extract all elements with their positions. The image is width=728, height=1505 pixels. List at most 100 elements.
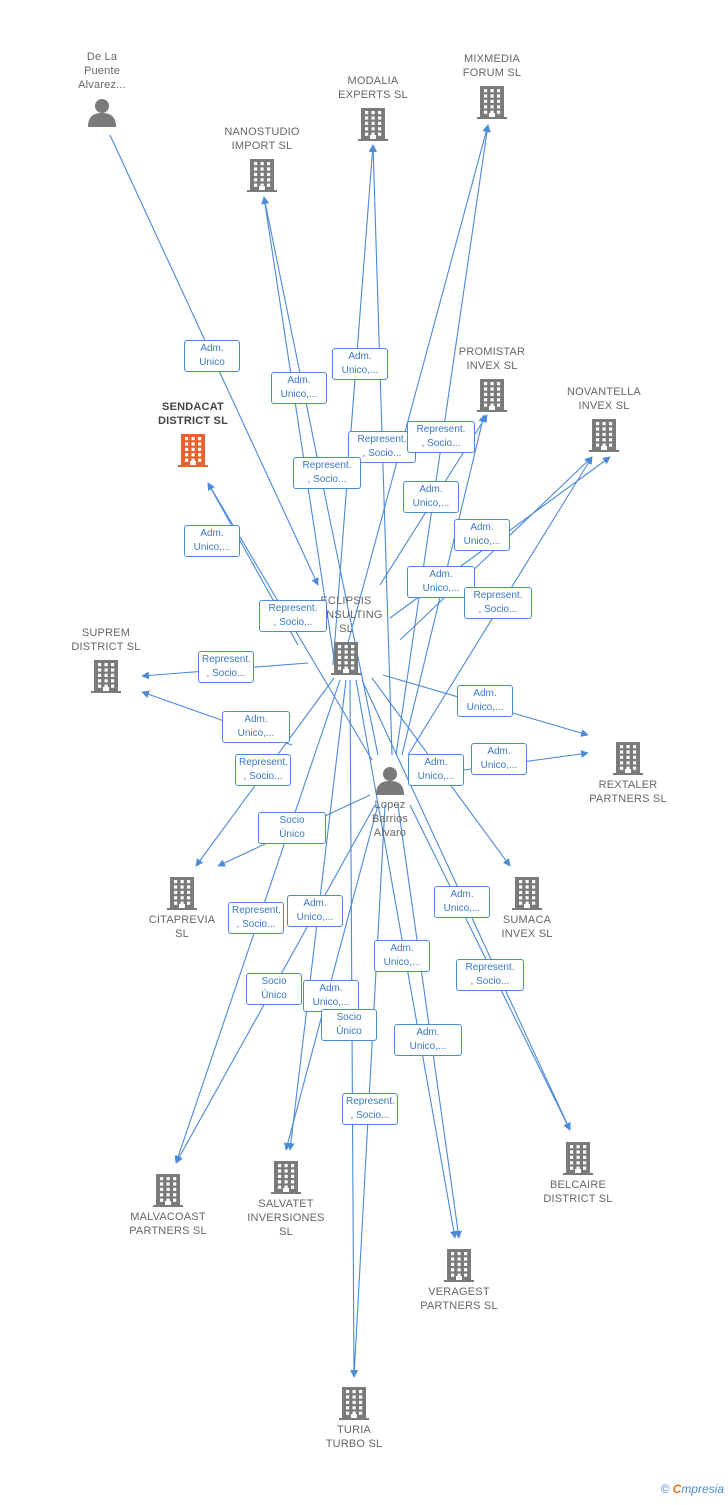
building-icon[interactable] <box>477 377 507 418</box>
node-label-line: Puente <box>83 65 121 77</box>
node-label-line: PARTNERS SL <box>420 1300 498 1312</box>
node-label-line: MIXMEDIA <box>464 53 520 65</box>
relation-label[interactable]: Adm. Unico,... <box>394 1024 462 1056</box>
node-label-line: DISTRICT SL <box>543 1193 613 1205</box>
person-icon[interactable] <box>86 96 118 133</box>
node-label-line: ECLIPSIS <box>320 595 372 607</box>
relation-label[interactable]: Adm. Unico,... <box>287 895 343 927</box>
relation-label[interactable]: Adm. Unico,... <box>184 525 240 557</box>
relation-label[interactable]: Socio Único <box>258 812 326 844</box>
node-label-citaprevia[interactable]: CITAPREVIA SL <box>127 913 237 941</box>
relation-label[interactable]: Socio Único <box>321 1009 377 1041</box>
building-icon[interactable] <box>444 1247 474 1288</box>
node-label-line: SENDACAT <box>162 401 224 413</box>
node-label-line: BELCAIRE <box>549 1179 606 1191</box>
relation-label[interactable]: Represent. , Socio... <box>293 457 361 489</box>
brand-initial: C <box>672 1482 682 1496</box>
footer-brand[interactable]: © Cmpresia <box>660 1482 724 1496</box>
node-label-line: Lopez <box>374 799 406 811</box>
relation-label[interactable]: Represent. , Socio... <box>348 431 416 463</box>
building-icon[interactable] <box>512 875 542 916</box>
node-label-belcaire[interactable]: BELCAIRE DISTRICT SL <box>523 1178 633 1206</box>
building-icon[interactable] <box>358 106 388 147</box>
relation-label[interactable]: Socio Único <box>246 973 302 1005</box>
building-icon[interactable] <box>178 432 208 473</box>
node-label-line: PROMISTAR <box>458 346 526 358</box>
node-label-line: SUMACA <box>502 914 552 926</box>
node-label-line: INVEX SL <box>578 400 630 412</box>
node-label-sendacat[interactable]: SENDACAT DISTRICT SL <box>138 400 248 428</box>
node-label-line: NOVANTELLA <box>567 386 641 398</box>
relation-label[interactable]: Adm. Unico,... <box>407 566 475 598</box>
brand-name: mpresia <box>681 1482 724 1496</box>
relation-label[interactable]: Adm. Unico,... <box>434 886 490 918</box>
building-icon[interactable] <box>331 640 361 681</box>
node-label-novantella[interactable]: NOVANTELLA INVEX SL <box>549 385 659 413</box>
relation-label[interactable]: Represent. , Socio... <box>464 587 532 619</box>
relation-label[interactable]: Represent. , Socio... <box>198 651 254 683</box>
node-label-sumaca[interactable]: SUMACA INVEX SL <box>472 913 582 941</box>
node-label-line: IMPORT SL <box>231 140 293 152</box>
relation-edge <box>341 124 490 666</box>
relation-edge <box>284 804 379 1151</box>
relation-label[interactable]: Adm. Unico,... <box>222 711 290 743</box>
building-icon[interactable] <box>271 1159 301 1200</box>
relation-label[interactable]: Adm. Unico,... <box>303 980 359 1012</box>
relation-edge <box>261 196 336 666</box>
relation-label[interactable]: Represent. , Socio... <box>407 421 475 453</box>
node-label-line: SALVATET <box>258 1198 314 1210</box>
node-label-line: DISTRICT SL <box>157 415 229 427</box>
node-label-nanostudio[interactable]: NANOSTUDIO IMPORT SL <box>207 125 317 153</box>
node-label-rextaler[interactable]: REXTALER PARTNERS SL <box>573 778 683 806</box>
relation-label[interactable]: Represent. , Socio... <box>259 600 327 632</box>
building-icon[interactable] <box>563 1140 593 1181</box>
node-label-line: Alvaro <box>373 827 407 839</box>
relation-label[interactable]: Adm. Unico,... <box>454 519 510 551</box>
relation-label[interactable]: Represent. , Socio... <box>342 1093 398 1125</box>
node-label-line: MALVACOAST <box>130 1211 206 1223</box>
building-icon[interactable] <box>153 1172 183 1213</box>
relation-label[interactable]: Represent. , Socio... <box>228 902 284 934</box>
building-icon[interactable] <box>91 658 121 699</box>
relation-label[interactable]: Adm. Unico,... <box>374 940 430 972</box>
building-icon[interactable] <box>589 417 619 458</box>
relation-edge <box>397 804 462 1239</box>
node-label-line: DISTRICT SL <box>71 641 141 653</box>
node-label-line: SL <box>279 1226 293 1238</box>
building-icon[interactable] <box>167 875 197 916</box>
person-icon[interactable] <box>374 764 406 801</box>
relation-label[interactable]: Adm. Unico <box>184 340 240 372</box>
node-label-line: CITAPREVIA <box>148 914 216 926</box>
node-label-line: NANOSTUDIO <box>224 126 300 138</box>
building-icon[interactable] <box>613 740 643 781</box>
node-label-line: PARTNERS SL <box>589 793 667 805</box>
node-label-line: REXTALER <box>598 779 658 791</box>
building-icon[interactable] <box>477 84 507 125</box>
relation-label[interactable]: Adm. Unico,... <box>457 685 513 717</box>
node-label-line: INVEX SL <box>501 928 553 940</box>
relation-label[interactable]: Represent. , Socio... <box>456 959 524 991</box>
building-icon[interactable] <box>247 157 277 198</box>
copyright-symbol: © <box>660 1482 670 1496</box>
relation-label[interactable]: Adm. Unico,... <box>471 743 527 775</box>
relation-label[interactable]: Represent. , Socio... <box>235 754 291 786</box>
node-label-line: SL <box>175 928 189 940</box>
building-icon[interactable] <box>339 1385 369 1426</box>
node-label-line: FORUM SL <box>462 67 522 79</box>
relation-label[interactable]: Adm. Unico,... <box>271 372 327 404</box>
node-label-line: TURBO SL <box>325 1438 383 1450</box>
relation-label[interactable]: Adm. Unico,... <box>332 348 388 380</box>
relation-label[interactable]: Adm. Unico,... <box>408 754 464 786</box>
relation-label[interactable]: Adm. Unico,... <box>403 481 459 513</box>
node-label-mixmedia[interactable]: MIXMEDIA FORUM SL <box>437 52 547 80</box>
